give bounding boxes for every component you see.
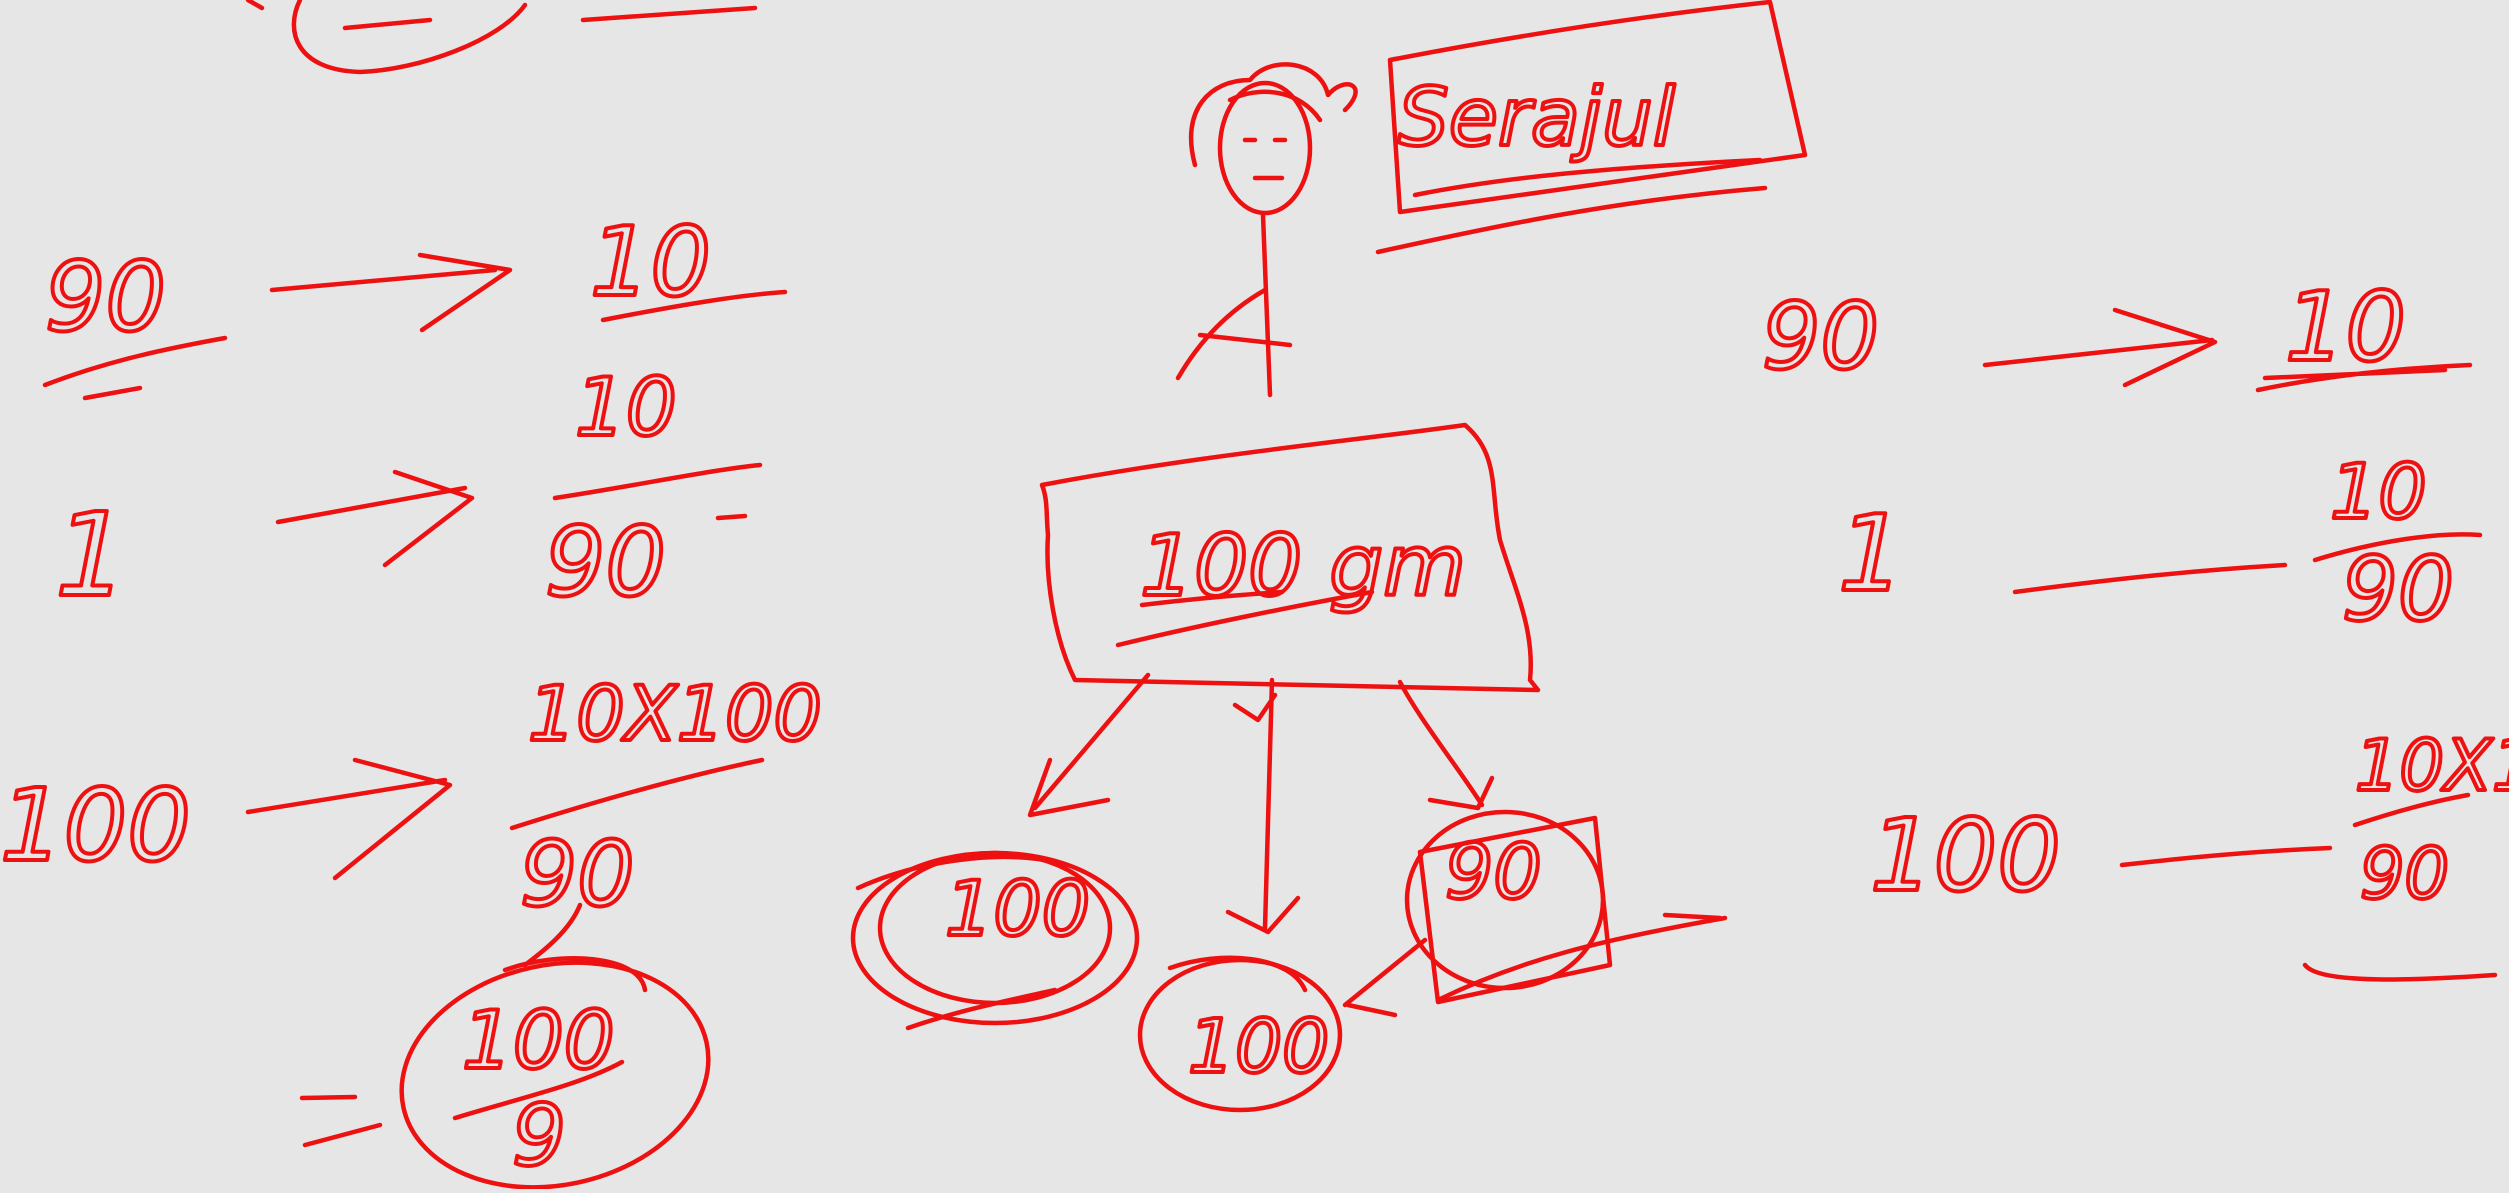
name-underline-2	[1375, 185, 1768, 255]
circle-middle-connector	[1342, 937, 1428, 1018]
right-r1-value-b: 10	[2285, 273, 2406, 383]
circle-right-box	[1417, 815, 1613, 1005]
arrow-middle	[1225, 677, 1301, 935]
right-r3-denominator: 90	[2360, 833, 2449, 915]
figure-face	[1242, 137, 1288, 181]
right-r3-line	[2119, 845, 2333, 868]
right-r2-numerator: 10	[2330, 447, 2427, 536]
right-r2-fraction-bar	[2312, 532, 2483, 563]
weight-diagram: 100 gm 100 100 90	[850, 422, 1728, 1113]
teacher-figure	[1175, 62, 1358, 398]
result-ellipse-loop	[502, 956, 648, 993]
left-r1-underline	[42, 335, 228, 388]
figure-body	[1260, 212, 1273, 398]
weight-box	[1039, 422, 1541, 693]
arrow-right	[1397, 679, 1495, 811]
circle-left-label: 100	[945, 864, 1090, 953]
right-r2-line	[2012, 562, 2288, 595]
left-r1-b-underline	[600, 289, 788, 323]
name-text: Serajul	[1398, 71, 1675, 164]
right-r3-value-a: 100	[1870, 797, 2061, 914]
right-r3-fraction-bar	[2352, 792, 2471, 828]
circle-right-tail	[1435, 912, 1728, 1003]
topleft-dash-2	[580, 5, 758, 23]
result-equals-sign	[299, 1094, 383, 1148]
right-r3-numerator: 10X10	[2355, 725, 2509, 807]
circle-left-scribble	[855, 854, 1058, 1031]
topleft-dash-1	[342, 17, 433, 31]
circle-middle-label: 100	[1188, 1004, 1329, 1090]
name-label: Serajul	[1375, 0, 1808, 255]
left-r3-numerator: 10X100	[528, 669, 822, 758]
result-ellipse	[399, 960, 711, 1190]
right-r1-arrow	[1982, 307, 2218, 388]
left-r1-value-b: 10	[590, 208, 711, 318]
left-r2-value-a: 1	[55, 489, 128, 623]
left-r3-fraction-bar	[509, 757, 765, 831]
figure-head	[1217, 80, 1313, 216]
right-r3-bottom-line	[2302, 962, 2498, 982]
circle-right-label: 90	[1445, 827, 1542, 916]
name-box	[1387, 0, 1808, 215]
figure-hair	[1188, 62, 1358, 168]
left-calculation: 90 10 1 10 90 100 10X100 90 100 9	[0, 0, 824, 1190]
right-calculation: 90 10 1 10 90 100 10X10 90	[1760, 271, 2509, 982]
left-r3-arrow	[245, 757, 453, 881]
result-denominator: 9	[512, 1087, 566, 1186]
left-r1-arrow	[269, 252, 513, 333]
left-r3-value-a: 100	[0, 767, 191, 884]
figure-legs	[1175, 287, 1293, 381]
result-numerator: 100	[462, 994, 615, 1087]
arrow-middle-tick	[1232, 692, 1278, 723]
left-r2-dash	[715, 513, 748, 521]
left-r2-numerator: 10	[575, 361, 677, 454]
left-r2-fraction-bar	[552, 462, 763, 501]
right-r2-denominator: 90	[2342, 538, 2454, 641]
right-r1-b-underline	[2255, 362, 2473, 393]
weight-box-underline	[1115, 589, 1375, 648]
right-r1-value-a: 90	[1762, 283, 1879, 390]
arrow-left	[1027, 672, 1151, 818]
cursor-mark	[245, 0, 265, 11]
topleft-cut-ellipse	[291, 0, 528, 75]
left-r1-value-a: 90	[45, 243, 166, 353]
name-underline	[1412, 157, 1763, 198]
circle-middle-bump	[1167, 955, 1308, 993]
result-fraction-bar	[452, 1059, 625, 1121]
left-r2-arrow	[275, 469, 475, 568]
left-r3-connector	[522, 902, 583, 968]
left-r2-denominator: 90	[545, 508, 666, 618]
right-r2-value-a: 1	[1838, 493, 1905, 615]
left-r1-underline-2	[82, 385, 143, 401]
